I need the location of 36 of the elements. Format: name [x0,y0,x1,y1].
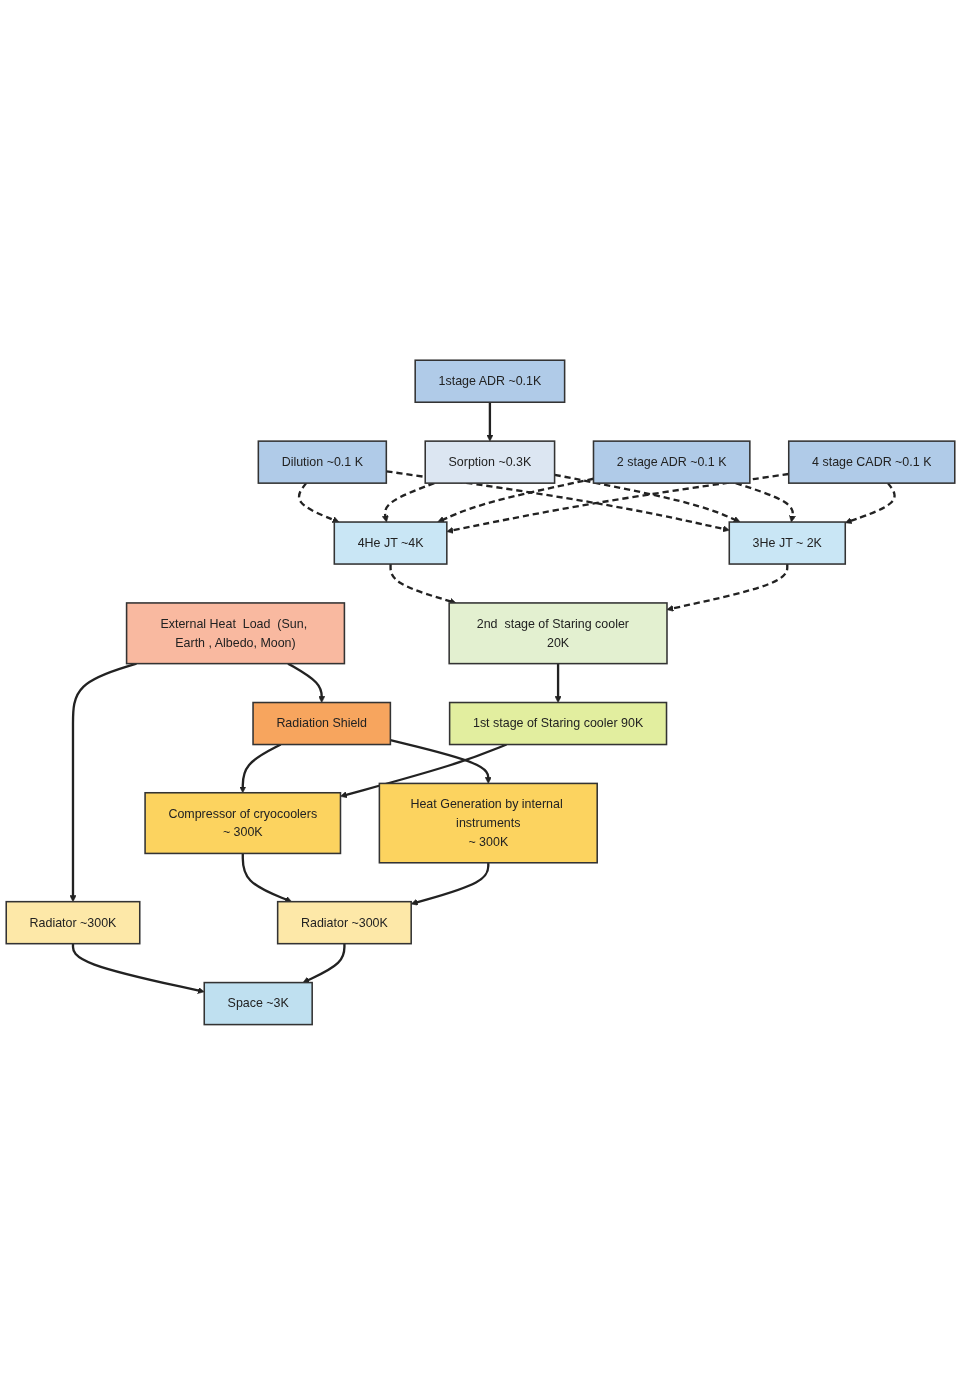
node-box: Dilution ~0.1 K [257,439,388,484]
arrow [386,469,730,532]
arrow [340,743,507,798]
arrow [437,477,594,523]
node-box: Sorption ~0.3K [424,439,556,484]
node-box: Radiator ~300K [276,900,412,945]
arrow [390,738,492,784]
arrow [239,743,282,793]
arrow [486,401,494,442]
node-box: Compressor of cryocoolers ~ 300K [144,791,342,854]
node-box: 3He JT ~ 2K [728,520,847,565]
node-box: 1stage ADR ~0.1K [414,359,566,403]
node-box: 4 stage CADR ~0.1 K [787,439,956,484]
node-box: Heat Generation by internal instruments ~ 300K [378,782,598,864]
node-box: 2 stage ADR ~0.1 K [592,439,751,484]
arrow [554,663,562,703]
node-box: 4He JT ~4K [333,520,448,565]
arrow [382,481,435,522]
arrow [71,943,205,994]
arrow [410,862,490,906]
arrow [554,473,741,523]
arrow [287,662,326,703]
arrow [844,482,896,524]
arrow [446,472,789,534]
arrow [302,943,346,983]
arrow [735,481,796,522]
arrow [666,563,789,612]
node-box: Space ~3K [203,981,313,1025]
node-box: External Heat Load (Sun, Earth , Albedo, Moon) [125,601,346,664]
arrow [69,662,137,902]
node-box: 1st stage of Staring cooler 90K [448,701,668,745]
node-box: 2nd stage of Staring cooler 20K [448,601,668,664]
node-box: Radiator ~300K [5,900,141,945]
node-box: Radiation Shield [252,701,392,745]
arrow [389,563,457,605]
arrow [241,853,292,903]
